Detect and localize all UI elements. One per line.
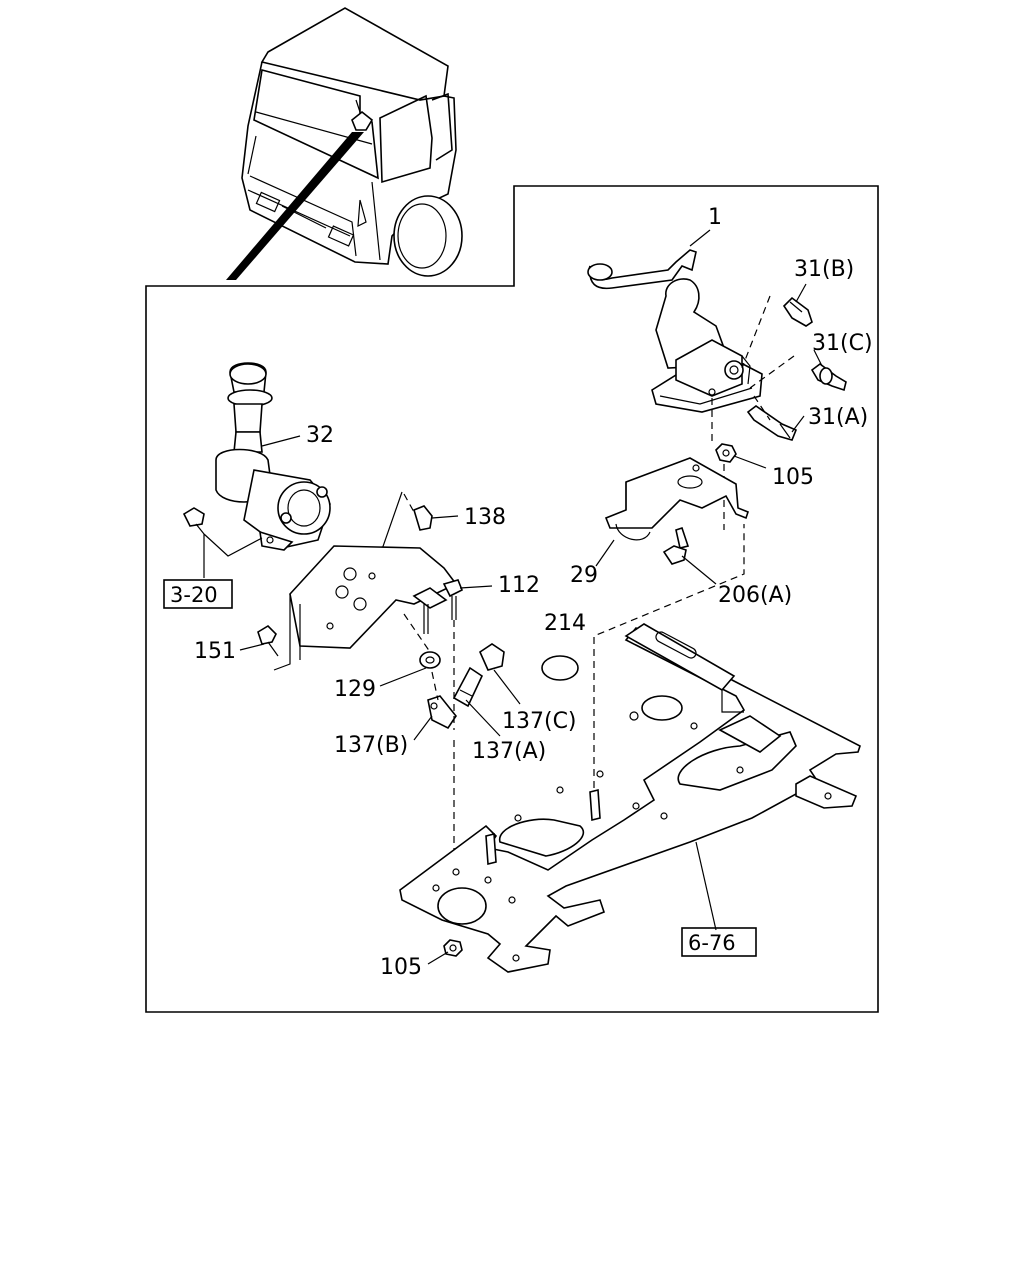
diagram-frame — [145, 185, 879, 1013]
callout-105-bottom: 105 — [380, 955, 422, 980]
part-214-plug — [541, 655, 579, 681]
reference-box-3-20[interactable]: 3-20 — [163, 579, 233, 609]
part-105-top-nut — [715, 443, 737, 463]
callout-31c: 31(C) — [812, 331, 873, 356]
part-137a-fitting — [452, 666, 484, 708]
callout-206a: 206(A) — [718, 583, 792, 608]
part-31c-fitting — [810, 363, 847, 392]
callout-31b: 31(B) — [794, 257, 854, 282]
part-129-grommet — [419, 651, 441, 669]
reference-box-6-76[interactable]: 6-76 — [681, 927, 757, 957]
callout-214: 214 — [544, 611, 586, 636]
part-138-fitting — [413, 505, 433, 531]
reference-6-76-label: 6-76 — [688, 931, 736, 955]
callout-29: 29 — [570, 563, 598, 588]
part-29-bracket — [604, 457, 749, 541]
part-137b-fitting — [427, 695, 457, 730]
callout-105-top: 105 — [772, 465, 814, 490]
part-137c-fitting — [478, 643, 505, 671]
callout-31a: 31(A) — [808, 405, 868, 430]
callout-112: 112 — [498, 573, 540, 598]
leader-lines — [239, 229, 823, 965]
part-1-lever-assembly — [587, 249, 763, 413]
part-32-pump — [215, 362, 331, 551]
truck-cab-inset — [226, 7, 463, 280]
part-151-bolt — [257, 624, 279, 657]
callout-137a: 137(A) — [472, 739, 546, 764]
callout-151: 151 — [194, 639, 236, 664]
callout-129: 129 — [334, 677, 376, 702]
part-31b-fitting — [782, 296, 813, 327]
reference-3-20-label: 3-20 — [170, 583, 218, 607]
part-112-bracket — [273, 545, 464, 671]
callout-137b: 137(B) — [334, 733, 408, 758]
callout-32: 32 — [306, 423, 334, 448]
callout-137c: 137(C) — [502, 709, 577, 734]
part-206a-bolt — [662, 526, 690, 565]
bolt-3-20 — [182, 507, 205, 535]
part-31a-fitting — [746, 405, 798, 441]
callout-1: 1 — [708, 205, 722, 230]
part-105-bottom-nut — [443, 939, 463, 957]
callout-138: 138 — [464, 505, 506, 530]
base-plate — [399, 623, 861, 973]
